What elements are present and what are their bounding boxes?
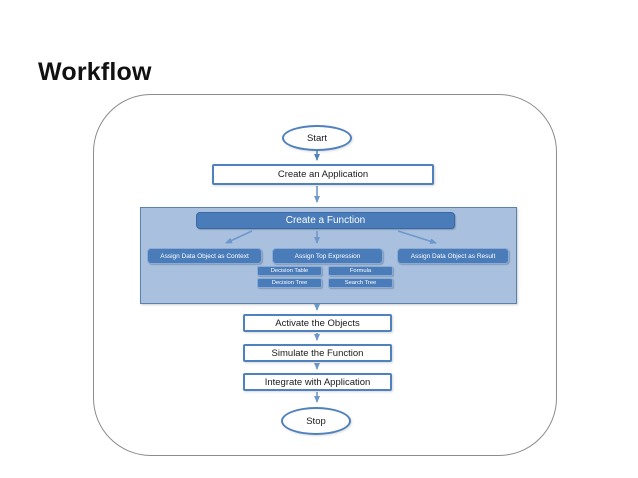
flow-node-create-application: Create an Application: [212, 164, 434, 185]
flow-node-formula: Formula: [328, 266, 393, 276]
flow-node-start: Start: [282, 125, 352, 151]
page-title: Workflow: [38, 58, 152, 86]
flow-node-simulate-the-function: Simulate the Function: [243, 344, 392, 362]
flow-node-integrate-with-application: Integrate with Application: [243, 373, 392, 391]
flow-node-create-function: Create a Function: [196, 212, 455, 229]
flow-node-decision-table: Decision Table: [257, 266, 322, 276]
flow-node-activate-the-objects: Activate the Objects: [243, 314, 392, 332]
flow-node-assign-data-object-as-context: Assign Data Object as Context: [147, 248, 262, 264]
flow-node-assign-data-object-as-result: Assign Data Object as Result: [397, 248, 509, 264]
flow-node-stop: Stop: [281, 407, 351, 435]
flow-node-search-tree: Search Tree: [328, 278, 393, 288]
flow-node-decision-tree: Decision Tree: [257, 278, 322, 288]
flow-node-assign-top-expression: Assign Top Expression: [272, 248, 383, 264]
